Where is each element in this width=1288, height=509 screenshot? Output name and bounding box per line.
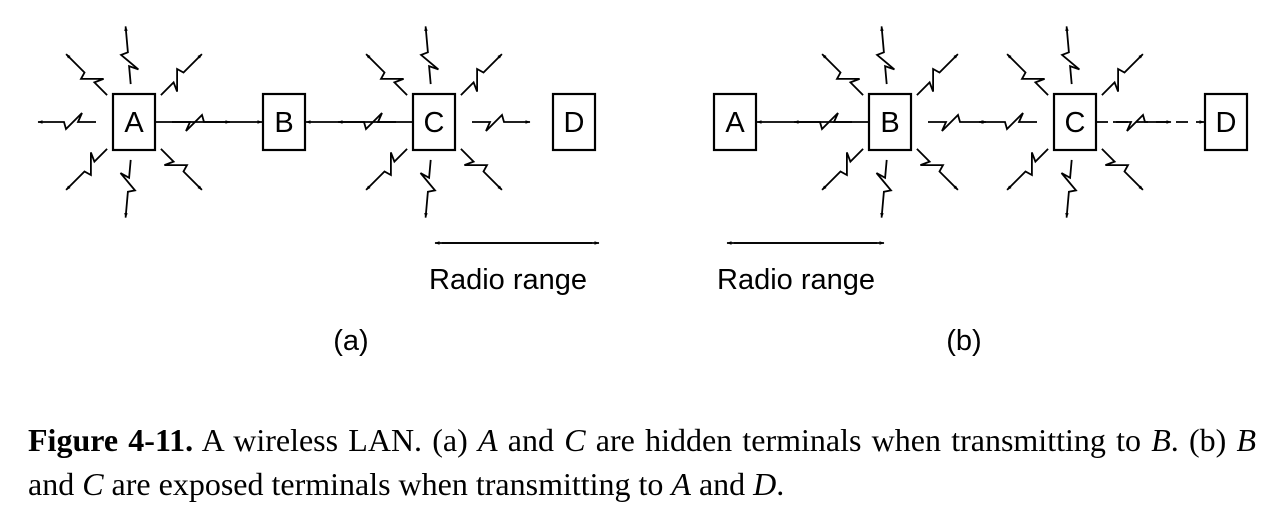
- node-b-c: C: [1052, 92, 1098, 152]
- caption-segment: B: [1236, 422, 1257, 458]
- node-box: [411, 92, 457, 152]
- node-box: [1052, 92, 1098, 152]
- caption-body: A wireless LAN. (a) A and C are hidden t…: [28, 422, 1256, 502]
- node-label: A: [725, 107, 745, 139]
- radio-wave-arrow: [1006, 148, 1049, 191]
- radio-range-label: Radio range: [717, 264, 875, 296]
- caption-segment: C: [82, 466, 104, 502]
- caption-segment: . (b): [1170, 422, 1237, 458]
- radio-signal-a-c: [337, 25, 531, 219]
- node-a-c: C: [411, 92, 457, 152]
- wireless-lan-diagram: A B C D A B C D Radio range Radio range (a) (b): [37, 25, 1249, 357]
- panel-label-b: (b): [946, 325, 981, 357]
- radio-wave-arrow: [65, 53, 108, 96]
- node-box: [867, 92, 913, 152]
- radio-wave-arrow: [419, 25, 439, 85]
- caption-segment: are hidden terminals when transmitting t…: [585, 422, 1152, 458]
- radio-wave-arrow: [160, 53, 203, 96]
- node-box: [261, 92, 307, 152]
- node-b-d: D: [1203, 92, 1249, 152]
- caption-segment: A: [478, 422, 498, 458]
- caption-segment: and: [690, 466, 754, 502]
- radio-range-a: Radio range: [429, 241, 600, 296]
- radio-wave-arrow: [793, 112, 852, 131]
- node-a-a: A: [111, 92, 157, 152]
- caption-segment: are exposed terminals when transmitting …: [103, 466, 672, 502]
- radio-wave-arrow: [916, 148, 959, 191]
- radio-wave-arrow: [119, 25, 139, 85]
- node-label: C: [1065, 107, 1086, 139]
- radio-wave-arrow: [337, 112, 396, 131]
- radio-range-layer: Radio range Radio range: [429, 241, 885, 296]
- radio-wave-arrow: [1060, 25, 1080, 85]
- radio-wave-arrow: [65, 148, 108, 191]
- caption-segment: A: [671, 466, 691, 502]
- radio-wave-arrow: [821, 53, 864, 96]
- node-b-b: B: [867, 92, 913, 152]
- node-label: B: [880, 107, 899, 139]
- node-label: D: [564, 107, 585, 139]
- radio-wave-arrow: [1101, 53, 1144, 96]
- radio-wave-arrow: [1006, 53, 1049, 96]
- node-box: [551, 92, 597, 152]
- node-box: [712, 92, 758, 152]
- node-label: A: [124, 107, 144, 139]
- radio-wave-arrow: [419, 159, 437, 219]
- radio-wave-arrow: [1101, 148, 1144, 191]
- caption-segment: and: [497, 422, 565, 458]
- caption-segment: D: [753, 466, 777, 502]
- caption-segment: C: [564, 422, 586, 458]
- radio-wave-arrow: [119, 159, 137, 219]
- panel-label-layer: (a) (b): [333, 325, 981, 357]
- radio-wave-arrow: [37, 112, 96, 131]
- radio-wave-arrow: [460, 148, 503, 191]
- radio-signal-b-c: [978, 25, 1172, 219]
- caption-segment: B: [1151, 422, 1171, 458]
- node-box: [111, 92, 157, 152]
- radio-range-label: Radio range: [429, 264, 587, 296]
- radio-wave-arrow: [1060, 159, 1078, 219]
- node-box: [1203, 92, 1249, 152]
- node-label: B: [274, 107, 293, 139]
- radio-wave-arrow: [928, 113, 987, 132]
- figure-caption: Figure 4-11. A wireless LAN. (a) A and C…: [28, 418, 1256, 506]
- radio-wave-arrow: [916, 53, 959, 96]
- figure-label: Figure 4-11.: [28, 422, 194, 458]
- radio-wave-arrow: [160, 148, 203, 191]
- node-a-d: D: [551, 92, 597, 152]
- node-a-b: B: [261, 92, 307, 152]
- caption-segment: and: [28, 466, 83, 502]
- node-label: D: [1216, 107, 1237, 139]
- radio-wave-arrow: [978, 112, 1037, 131]
- radio-wave-arrow: [821, 148, 864, 191]
- radio-range-b: Radio range: [717, 241, 885, 296]
- radio-wave-arrow: [875, 25, 895, 85]
- radio-wave-arrow: [875, 159, 893, 219]
- caption-segment: .: [776, 466, 785, 502]
- radio-signal-layer: [37, 25, 1172, 219]
- radio-wave-arrow: [172, 113, 231, 132]
- caption-segment: A wireless LAN. (a): [193, 422, 479, 458]
- radio-wave-arrow: [365, 148, 408, 191]
- node-label: C: [424, 107, 445, 139]
- panel-label-a: (a): [333, 325, 368, 357]
- radio-wave-arrow: [1113, 113, 1172, 132]
- radio-wave-arrow: [365, 53, 408, 96]
- radio-wave-arrow: [460, 53, 503, 96]
- node-b-a: A: [712, 92, 758, 152]
- radio-wave-arrow: [472, 113, 531, 132]
